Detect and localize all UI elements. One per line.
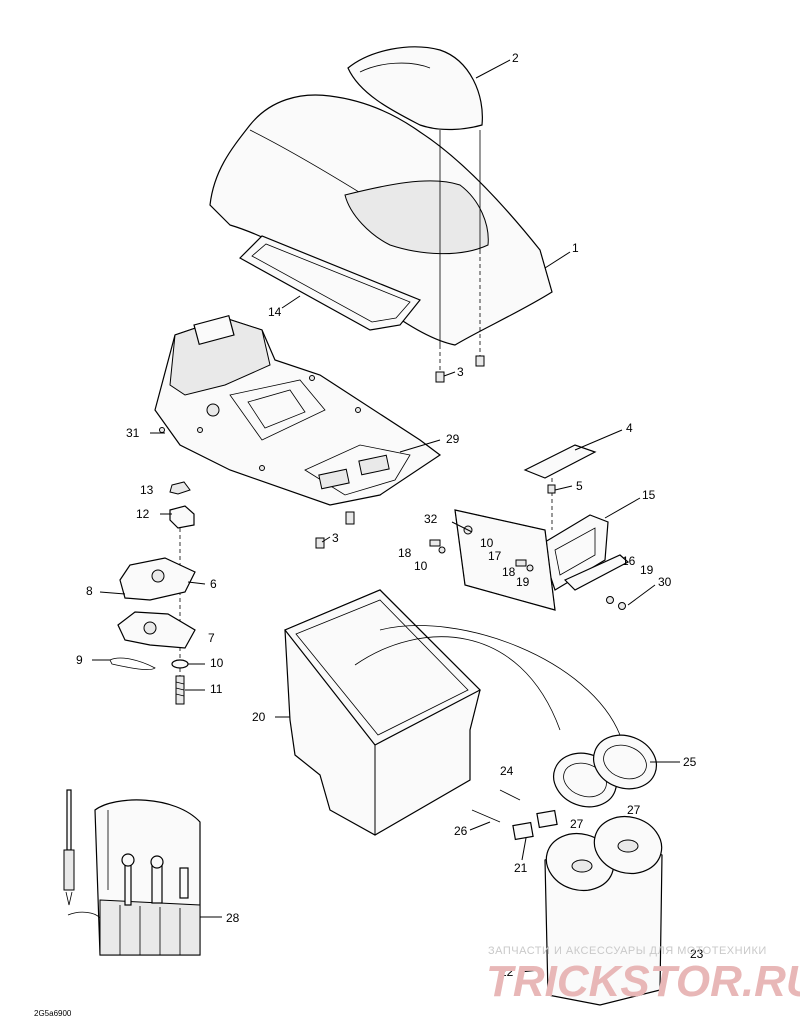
- callout-11: 11: [210, 682, 223, 696]
- part-28-tool-kit: [63, 789, 201, 956]
- callout-16: 16: [622, 554, 636, 568]
- callout-27-right: 27: [627, 803, 641, 817]
- callout-10-right-b: 10: [414, 559, 428, 573]
- watermark: ЗАПЧАСТИ И АКСЕССУАРЫ ДЛЯ МОТОТЕХНИКИ TR…: [486, 945, 800, 1006]
- watermark-brand: TRICKSTOR.RU: [486, 957, 800, 1006]
- callout-labels: 2 1 14 3 31 29 4 13 5 15 12 32 3 10 18 1…: [76, 51, 704, 979]
- part-29-base-plate: [154, 314, 442, 549]
- callout-3-lower: 3: [332, 531, 339, 545]
- callout-3-upper: 3: [457, 365, 464, 379]
- callout-17: 17: [488, 549, 502, 563]
- hinge-assembly: [109, 481, 196, 705]
- callout-14: 14: [268, 305, 282, 319]
- callout-10-left: 10: [210, 656, 224, 670]
- callout-19-left: 19: [516, 575, 530, 589]
- leader-lines: [92, 59, 680, 973]
- callout-6: 6: [210, 577, 217, 591]
- diagram-code: 2G5a6900: [34, 1009, 72, 1018]
- bracket-assembly: [429, 444, 630, 611]
- callout-22: 22: [500, 965, 514, 979]
- part-23-cup-holder: [544, 815, 663, 1006]
- callout-8: 8: [86, 584, 93, 598]
- callout-15: 15: [642, 488, 656, 502]
- part-1-cover: [209, 94, 553, 346]
- callout-12: 12: [136, 507, 150, 521]
- callout-18-left: 18: [398, 546, 412, 560]
- callout-18-right: 18: [502, 565, 516, 579]
- callout-28: 28: [226, 911, 240, 925]
- callout-23: 23: [690, 947, 704, 961]
- callout-32: 32: [424, 512, 438, 526]
- part-2-top-piece: [347, 46, 483, 131]
- callout-20: 20: [252, 710, 266, 724]
- callout-10-right-a: 10: [480, 536, 494, 550]
- callout-7: 7: [208, 631, 215, 645]
- callout-26: 26: [454, 824, 468, 838]
- callout-13: 13: [140, 483, 154, 497]
- callout-2: 2: [512, 51, 519, 65]
- callout-5: 5: [576, 479, 583, 493]
- callout-21: 21: [514, 861, 528, 875]
- callout-24: 24: [500, 764, 514, 778]
- screws-3-upper: [435, 250, 485, 383]
- callout-29: 29: [446, 432, 460, 446]
- callout-31: 31: [126, 426, 140, 440]
- callout-30: 30: [658, 575, 672, 589]
- part-25-lids: [553, 734, 657, 808]
- callout-19-right: 19: [640, 563, 654, 577]
- part-14-gasket: [239, 235, 421, 331]
- callout-1: 1: [572, 241, 579, 255]
- part-20-storage-bin: [284, 589, 621, 836]
- callout-9: 9: [76, 653, 83, 667]
- callout-27-left: 27: [570, 817, 584, 831]
- part-21-plates: [471, 789, 558, 841]
- callout-25: 25: [683, 755, 697, 769]
- watermark-tagline: ЗАПЧАСТИ И АКСЕССУАРЫ ДЛЯ МОТОТЕХНИКИ: [488, 945, 767, 957]
- callout-4: 4: [626, 421, 633, 435]
